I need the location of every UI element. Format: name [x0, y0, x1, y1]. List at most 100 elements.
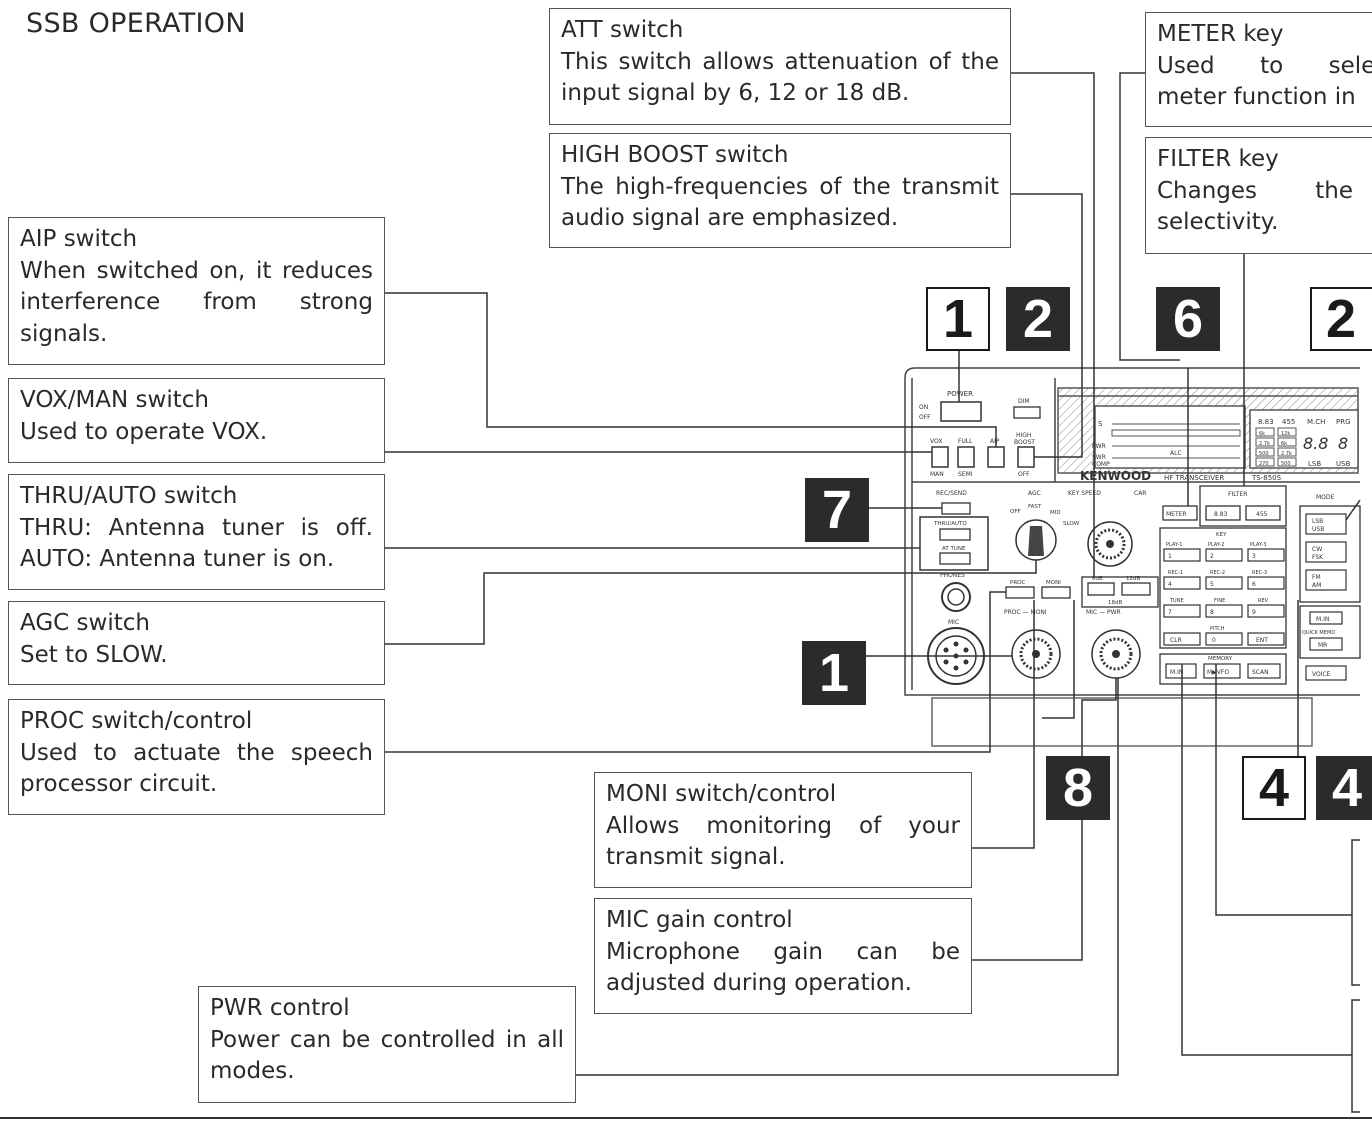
mode-lsb-usb-key — [1305, 513, 1347, 535]
meter-scale — [1111, 423, 1241, 459]
svg-text:2: 2 — [1210, 553, 1214, 560]
svg-text:1: 1 — [1168, 553, 1172, 560]
pwr-callout: PWR control Power can be controlled in a… — [198, 986, 576, 1103]
thru-auto-callout: THRU/AUTO switch THRU: Antenna tuner is … — [8, 474, 385, 590]
meter-pwr-label: PWR — [1092, 443, 1106, 450]
svg-text:3: 3 — [1252, 553, 1256, 560]
quick-memo-mr-key — [1309, 637, 1343, 651]
proc-callout: PROC switch/control Used to actuate the … — [8, 699, 385, 815]
agc-mid-label: MID — [1050, 510, 1061, 516]
memory-scan-key — [1247, 663, 1281, 679]
step-badge-2-top: 2 — [1006, 287, 1070, 351]
mode-fm-am-key — [1305, 569, 1347, 591]
svg-text:M▶VFO: M▶VFO — [1207, 669, 1229, 676]
memory-label: MEMORY — [1208, 656, 1233, 662]
svg-text:REC-3: REC-3 — [1252, 570, 1267, 576]
att-title: ATT switch — [561, 17, 684, 43]
high-label: HIGH — [1016, 432, 1031, 439]
svg-text:4: 4 — [1168, 581, 1172, 588]
filter-883-label: 8.83 — [1214, 511, 1228, 518]
svg-text:6: 6 — [1252, 581, 1256, 588]
memory-mvfo-key — [1203, 663, 1241, 679]
off-label: OFF — [919, 414, 931, 421]
full-semi-switch — [957, 446, 975, 468]
keypad-key-3 — [1247, 548, 1285, 562]
bottom-rule — [0, 1117, 1372, 1119]
mic-gain-desc: Microphone gain can be adjusted during o… — [606, 938, 960, 997]
filter-bw-7: 270 — [1259, 461, 1269, 467]
proc-moni-label: PROC — MONI — [1004, 609, 1047, 616]
model-name: TS-850S — [1251, 474, 1282, 482]
quick-memo-label: QUICK MEMO — [1302, 630, 1335, 636]
att-12db-label: 12dB — [1126, 576, 1140, 582]
memory-min-key — [1165, 663, 1197, 679]
filter-bw-3: 2.7k — [1259, 441, 1270, 447]
aip-label: AIP — [990, 438, 1000, 445]
off-label-2: OFF — [1018, 471, 1030, 478]
filter-455-key — [1245, 505, 1281, 521]
keypad-key-1 — [1163, 548, 1201, 562]
rec-send-label: REC/SEND — [936, 490, 967, 497]
step-badge-1-top: 1 — [926, 287, 990, 351]
keypad-key-7 — [1163, 604, 1201, 618]
meter-alc-label: ALC — [1170, 450, 1182, 457]
moni-desc: Allows monitoring of your transmit signa… — [606, 812, 960, 871]
agc-off-label: OFF — [1010, 509, 1021, 515]
keypad-key-ent — [1247, 632, 1285, 646]
panel-subtitle: HF TRANSCEIVER — [1164, 474, 1224, 482]
svg-text:REV: REV — [1258, 598, 1269, 604]
svg-text:M.IN: M.IN — [1170, 669, 1183, 676]
step-badge-6: 6 — [1156, 287, 1220, 351]
filter-title: FILTER key — [1157, 146, 1279, 172]
quick-memo-group — [1299, 605, 1361, 659]
svg-text:USB: USB — [1312, 526, 1324, 533]
mode-group — [1299, 505, 1361, 603]
meter-title: METER key — [1157, 21, 1284, 47]
boost-label: BOOST — [1014, 439, 1035, 446]
pwr-desc: Power can be controlled in all modes. — [210, 1026, 564, 1085]
step-badge-4: 4 — [1242, 756, 1306, 820]
keypad-key-9 — [1247, 604, 1285, 618]
vox-desc: Used to operate VOX. — [20, 418, 268, 445]
car-label: CAR — [1134, 490, 1146, 497]
svg-text:FINE: FINE — [1214, 598, 1225, 604]
filter-bw-1: 6k — [1259, 431, 1265, 437]
mode-cw-fsk-key — [1305, 541, 1347, 563]
filter-883-key — [1205, 505, 1241, 521]
step-badge-7: 7 — [805, 478, 869, 542]
meter-key — [1162, 505, 1198, 521]
keypad-key-4 — [1163, 576, 1201, 590]
high-boost-desc: The high-frequencies of the transmit aud… — [561, 173, 999, 232]
proc-title: PROC switch/control — [20, 708, 253, 734]
agc-title: AGC switch — [20, 610, 150, 636]
vox-title: VOX/MAN switch — [20, 387, 209, 413]
aip-switch — [987, 446, 1005, 468]
lsb-indicator: LSB — [1308, 460, 1321, 468]
att-group — [1081, 576, 1159, 608]
dim-label: DIM — [1018, 398, 1030, 405]
mch-label: M.CH — [1307, 418, 1325, 426]
agc-slow-label: SLOW — [1063, 521, 1080, 527]
svg-text:CLR: CLR — [1170, 637, 1182, 644]
filter-bw-6: 2.7k — [1281, 451, 1292, 457]
thru-auto-label: THRU/AUTO — [933, 521, 967, 527]
mic-gain-callout: MIC gain control Microphone gain can be … — [594, 898, 972, 1014]
aip-callout: AIP switch When switched on, it reduces … — [8, 217, 385, 365]
att-12db-button — [1121, 582, 1151, 596]
meter-callout: METER key Used to select meter function … — [1145, 12, 1372, 127]
svg-text:5: 5 — [1210, 581, 1214, 588]
att-6db-label: 6dB — [1092, 576, 1103, 582]
high-boost-switch — [1017, 446, 1035, 468]
step-badge-1-mid: 1 — [802, 641, 866, 705]
page-title: SSB OPERATION — [26, 8, 246, 39]
filter-455-indicator: 455 — [1282, 418, 1295, 426]
channel-digits: 8.8 — [1303, 434, 1328, 453]
man-label: MAN — [930, 471, 944, 478]
svg-text:8: 8 — [1210, 609, 1214, 616]
quick-memo-min-key — [1309, 611, 1343, 625]
moni-label: MONI — [1046, 580, 1061, 586]
meter-comp-label: COMP — [1092, 461, 1110, 468]
att-callout: ATT switch This switch allows attenuatio… — [549, 8, 1011, 125]
svg-text:AM: AM — [1312, 582, 1321, 589]
